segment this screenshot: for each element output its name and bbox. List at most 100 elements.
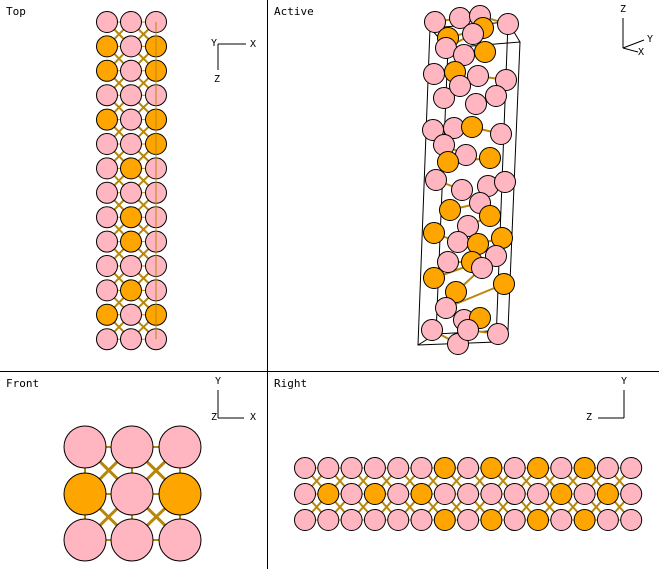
atom-orange — [573, 509, 596, 531]
atom-orange — [433, 509, 456, 531]
atom-orange — [474, 41, 496, 63]
front-view-canvas: Y Z X — [63, 376, 256, 562]
viewport-active-label: Active — [274, 5, 314, 18]
atom-pink — [503, 509, 526, 531]
atom-orange — [423, 267, 445, 289]
atom-pink — [340, 509, 363, 531]
atom-pink — [120, 303, 142, 326]
atom-pink — [120, 59, 142, 82]
atom-pink — [110, 518, 154, 562]
atom-pink — [96, 206, 118, 229]
atom-orange — [479, 205, 501, 227]
atom-orange — [96, 303, 118, 326]
atom-orange — [63, 472, 107, 516]
axis-front-v: Y — [215, 376, 221, 387]
atom-orange — [596, 483, 619, 505]
atom-pink — [96, 255, 118, 277]
atom-pink — [573, 483, 596, 505]
atom-pink — [620, 457, 643, 479]
atom-pink — [110, 425, 154, 469]
atom-orange — [96, 35, 118, 58]
viewport-front[interactable]: Front Y Z X — [0, 372, 267, 569]
atom-pink — [294, 457, 316, 479]
atom-pink — [471, 257, 493, 279]
atom-pink — [596, 509, 619, 531]
atom-orange — [461, 116, 483, 138]
atom-pink — [457, 509, 480, 531]
atom-pink — [550, 509, 573, 531]
divider-horizontal — [0, 371, 659, 372]
atom-pink — [433, 483, 456, 505]
atom-pink — [457, 215, 479, 237]
atom-pink — [495, 69, 517, 91]
atom-pink — [96, 230, 118, 253]
atom-orange — [120, 279, 142, 302]
atom-pink — [363, 509, 386, 531]
atom-pink — [467, 65, 489, 87]
atom-pink — [490, 123, 512, 145]
atom-pink — [437, 251, 459, 273]
atom-pink — [387, 509, 410, 531]
atom-orange — [96, 59, 118, 82]
atom-pink — [158, 425, 202, 469]
viewport-top[interactable]: Top Y X Z — [0, 0, 267, 371]
atom-pink — [410, 457, 433, 479]
top-atoms — [96, 11, 167, 351]
atom-orange — [410, 483, 433, 505]
atom-pink — [485, 85, 507, 107]
atom-pink — [96, 328, 118, 351]
atom-orange — [120, 230, 142, 253]
viewport-active[interactable]: Active Z Y X — [268, 0, 659, 371]
atom-pink — [410, 509, 433, 531]
atom-pink — [120, 108, 142, 131]
atom-pink — [387, 483, 410, 505]
axis-right-h: Z — [586, 412, 592, 423]
atom-pink — [503, 483, 526, 505]
atom-pink — [421, 319, 443, 341]
atom-pink — [96, 279, 118, 302]
atom-orange — [437, 151, 459, 173]
atom-orange — [573, 457, 596, 479]
viewport-top-label: Top — [6, 5, 26, 18]
divider-vertical — [267, 0, 268, 569]
axis-top-origin: Y — [211, 38, 217, 49]
atom-pink — [317, 457, 340, 479]
atom-pink — [449, 75, 471, 97]
atom-orange — [479, 147, 501, 169]
atom-pink — [620, 483, 643, 505]
atom-orange — [433, 457, 456, 479]
atom-pink — [480, 483, 503, 505]
atom-pink — [363, 457, 386, 479]
atom-pink — [96, 84, 118, 107]
atom-pink — [462, 23, 484, 45]
atom-pink — [447, 231, 469, 253]
atom-pink — [120, 11, 142, 33]
atom-pink — [340, 457, 363, 479]
atom-pink — [63, 518, 107, 562]
atom-pink — [96, 11, 118, 33]
viewport-front-label: Front — [6, 377, 40, 390]
axis-triad-front: Y Z X — [211, 376, 256, 423]
atom-pink — [433, 87, 455, 109]
atom-orange — [363, 483, 386, 505]
atom-pink — [596, 457, 619, 479]
atom-pink — [457, 483, 480, 505]
axis-top-v: Z — [214, 74, 220, 85]
axis-top-h: X — [250, 39, 256, 50]
atom-orange — [96, 108, 118, 131]
axis-triad-top: Y X Z — [211, 38, 256, 85]
atom-pink — [424, 11, 446, 33]
atom-pink — [96, 181, 118, 204]
atom-pink — [120, 181, 142, 204]
right-view-canvas: Y Z — [294, 376, 643, 531]
viewport-right[interactable]: Right Y Z — [268, 372, 659, 569]
atom-pink — [340, 483, 363, 505]
atom-orange — [317, 483, 340, 505]
atom-pink — [120, 35, 142, 58]
active-atoms — [421, 5, 519, 355]
atom-pink — [487, 323, 509, 345]
atom-pink — [110, 472, 154, 516]
viewport-right-label: Right — [274, 377, 308, 390]
axis-front-origin: Z — [211, 412, 217, 423]
atom-orange — [120, 157, 142, 180]
